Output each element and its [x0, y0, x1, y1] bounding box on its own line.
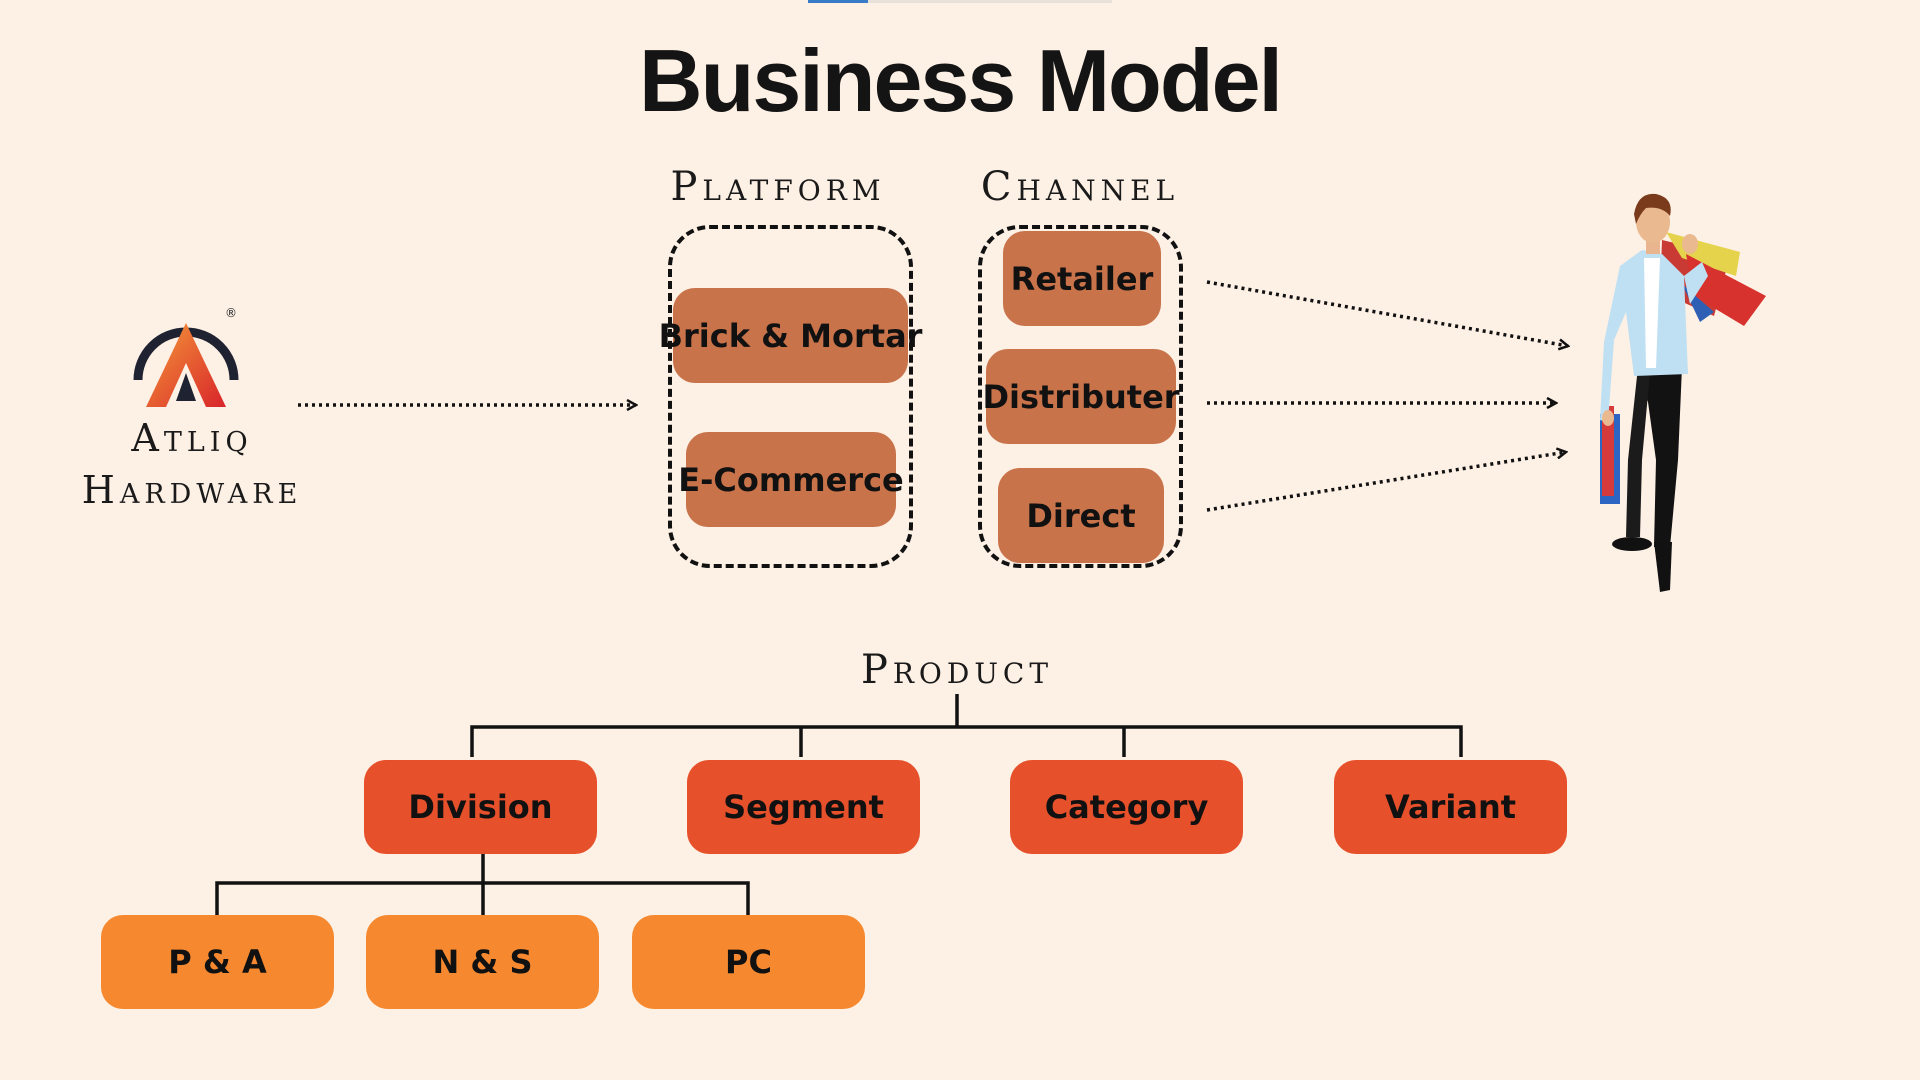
company-name: Atliq Hardware: [62, 412, 322, 516]
channel-heading: Channel: [980, 164, 1180, 210]
product-division: Division: [364, 760, 597, 854]
company-name-line1: Atliq: [131, 416, 253, 460]
platform-brick-mortar: Brick & Mortar: [659, 288, 922, 383]
page-title: Business Model: [639, 31, 1283, 130]
product-tree-lines: [215, 694, 1463, 915]
arrow-retailer-to-customer: [1206, 280, 1568, 346]
platform-e-commerce: E-Commerce: [678, 432, 904, 527]
company-name-line2: Hardware: [81, 468, 303, 512]
platform-group: [668, 225, 913, 568]
atliq-logo-icon: [130, 305, 242, 410]
channel-retailer: Retailer: [1003, 231, 1161, 326]
shopper-icon: [1590, 192, 1770, 597]
registered-mark: ®: [225, 306, 237, 320]
product-variant: Variant: [1334, 760, 1567, 854]
channel-distributer: Distributer: [982, 349, 1180, 444]
division-n-and-s: N & S: [366, 915, 599, 1009]
channel-group: [978, 225, 1183, 568]
top-scroll-indicator: [808, 0, 1112, 3]
arrow-direct-to-customer: [1206, 452, 1566, 512]
division-p-and-a: P & A: [101, 915, 334, 1009]
product-segment: Segment: [687, 760, 920, 854]
product-category: Category: [1010, 760, 1243, 854]
division-pc: PC: [632, 915, 865, 1009]
platform-heading: Platform: [670, 164, 886, 210]
product-heading: Product: [860, 647, 1054, 693]
channel-direct: Direct: [998, 468, 1164, 563]
